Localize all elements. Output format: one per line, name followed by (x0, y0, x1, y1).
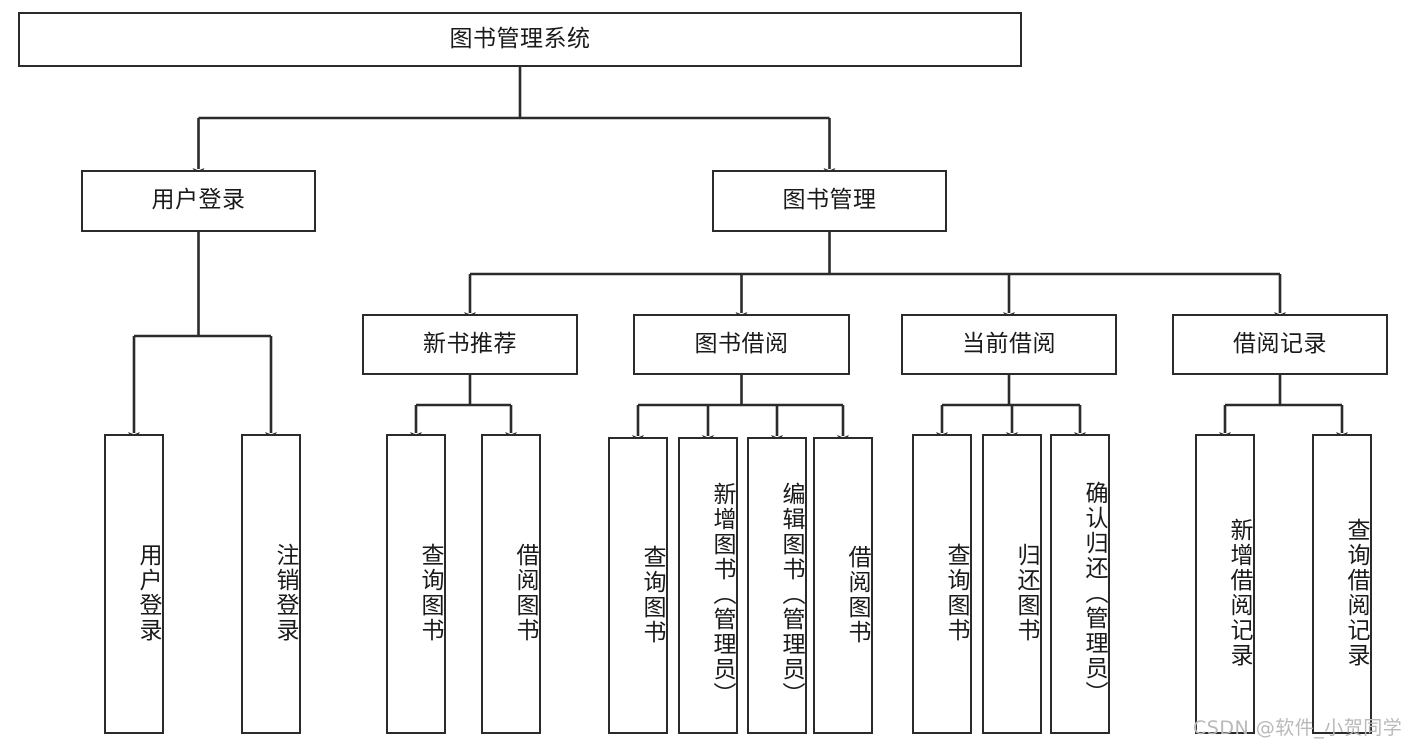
leaf-borrow-borrow-book[interactable]: 借阅图书 (813, 437, 873, 734)
leaf-current-return-book[interactable]: 归还图书 (982, 434, 1042, 734)
node-borrow-record[interactable]: 借阅记录 (1172, 314, 1388, 375)
node-book-management[interactable]: 图书管理 (712, 170, 947, 232)
leaf-record-add-borrow-record[interactable]: 新增借阅记录 (1195, 434, 1255, 734)
leaf-borrow-edit-book-admin[interactable]: 编辑图书（管理员） (747, 437, 807, 734)
leaf-current-query-book[interactable]: 查询图书 (912, 434, 972, 734)
leaf-recommend-query-book[interactable]: 查询图书 (386, 434, 446, 734)
node-new-book-recommend[interactable]: 新书推荐 (362, 314, 578, 375)
leaf-recommend-borrow-book[interactable]: 借阅图书 (481, 434, 541, 734)
leaf-current-confirm-return-admin[interactable]: 确认归还（管理员） (1050, 434, 1110, 734)
node-book-borrow[interactable]: 图书借阅 (633, 314, 850, 375)
node-root[interactable]: 图书管理系统 (18, 12, 1022, 67)
leaf-record-query-borrow-record[interactable]: 查询借阅记录 (1312, 434, 1372, 734)
leaf-borrow-add-book-admin[interactable]: 新增图书（管理员） (678, 437, 738, 734)
node-current-borrow[interactable]: 当前借阅 (901, 314, 1117, 375)
watermark-text: CSDN @软件_小贺同学 (1193, 717, 1403, 739)
node-user-login[interactable]: 用户登录 (81, 170, 316, 232)
leaf-borrow-query-book[interactable]: 查询图书 (608, 437, 668, 734)
leaf-user-login[interactable]: 用户登录 (104, 434, 164, 734)
leaf-user-logout[interactable]: 注销登录 (241, 434, 301, 734)
